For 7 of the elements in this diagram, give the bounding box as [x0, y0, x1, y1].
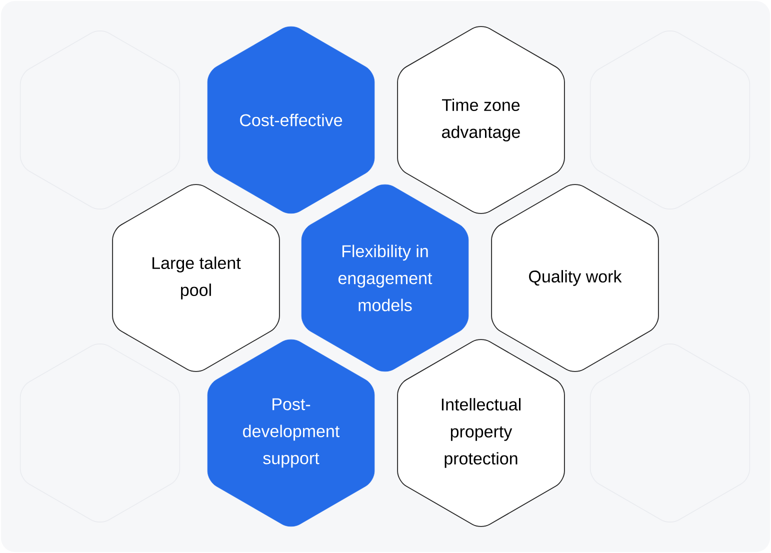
hexagon: Time zone advantage [397, 26, 565, 214]
hexagon: Flexibility in engagement models [301, 184, 469, 372]
hexagon: Cost-effective [207, 26, 375, 214]
hexagon: Quality work [491, 184, 659, 372]
hexagon: Intellectual property protection [397, 339, 565, 527]
hexagon: Post-development support [207, 339, 375, 527]
hexagon: Large talent pool [112, 184, 280, 372]
